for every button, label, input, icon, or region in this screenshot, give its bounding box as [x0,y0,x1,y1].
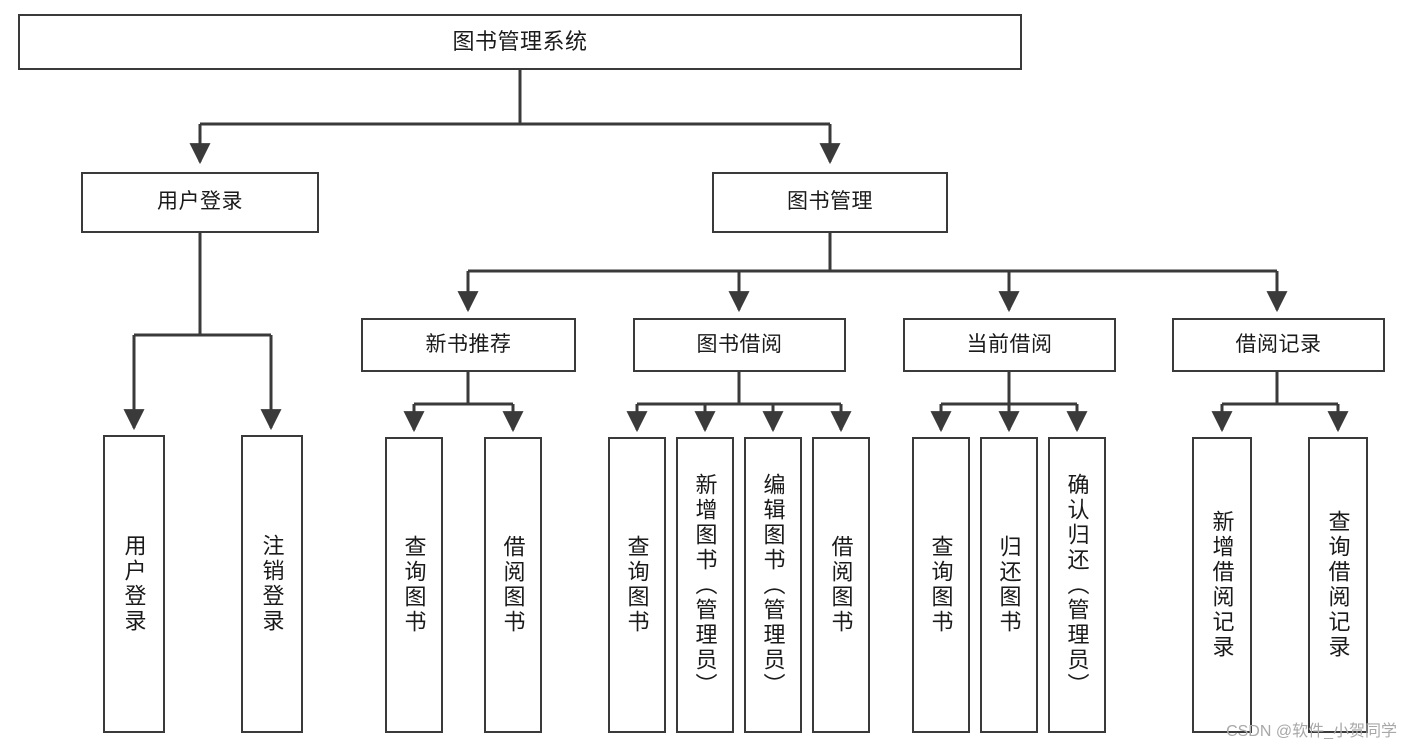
node-leaf-query-book-1[interactable]: 查询图书 [385,437,443,733]
node-leaf-borrow-book-1-label: 借阅图书 [500,535,526,635]
node-leaf-query-book-2-label: 查询图书 [624,535,650,635]
node-leaf-query-borrow-record[interactable]: 查询借阅记录 [1308,437,1368,733]
node-leaf-return-book[interactable]: 归还图书 [980,437,1038,733]
node-leaf-add-book-label: 新增图书（管理员） [692,472,718,698]
node-leaf-logout-login-label: 注销登录 [259,534,285,634]
node-leaf-query-book-2[interactable]: 查询图书 [608,437,666,733]
node-user-login[interactable]: 用户登录 [81,172,319,233]
node-new-book-recommend[interactable]: 新书推荐 [361,318,576,372]
node-leaf-logout-login[interactable]: 注销登录 [241,435,303,733]
node-leaf-user-login[interactable]: 用户登录 [103,435,165,733]
node-user-login-label: 用户登录 [157,190,243,214]
node-leaf-edit-book[interactable]: 编辑图书（管理员） [744,437,802,733]
node-current-borrow-label: 当前借阅 [966,332,1053,356]
node-book-borrow-label: 图书借阅 [696,332,783,356]
node-root-system-label: 图书管理系统 [452,29,588,55]
csdn-watermark: CSDN @软件_小贺同学 [1226,723,1397,740]
node-leaf-add-borrow-record-label: 新增借阅记录 [1209,510,1235,660]
node-leaf-borrow-book-2-label: 借阅图书 [828,535,854,635]
node-leaf-confirm-return[interactable]: 确认归还（管理员） [1048,437,1106,733]
node-current-borrow[interactable]: 当前借阅 [903,318,1116,372]
node-book-management-label: 图书管理 [787,190,873,214]
node-leaf-edit-book-label: 编辑图书（管理员） [760,472,786,698]
node-leaf-query-borrow-record-label: 查询借阅记录 [1325,510,1351,660]
node-book-borrow[interactable]: 图书借阅 [633,318,846,372]
node-book-management[interactable]: 图书管理 [712,172,948,233]
node-root-system[interactable]: 图书管理系统 [18,14,1022,70]
node-leaf-query-book-3[interactable]: 查询图书 [912,437,970,733]
node-new-book-recommend-label: 新书推荐 [425,332,512,356]
node-leaf-query-book-3-label: 查询图书 [928,535,954,635]
node-borrow-record[interactable]: 借阅记录 [1172,318,1385,372]
node-leaf-borrow-book-1[interactable]: 借阅图书 [484,437,542,733]
node-leaf-return-book-label: 归还图书 [996,535,1022,635]
node-leaf-add-book[interactable]: 新增图书（管理员） [676,437,734,733]
node-leaf-user-login-label: 用户登录 [121,534,147,634]
node-leaf-add-borrow-record[interactable]: 新增借阅记录 [1192,437,1252,733]
node-leaf-query-book-1-label: 查询图书 [401,535,427,635]
node-leaf-confirm-return-label: 确认归还（管理员） [1064,472,1090,698]
node-leaf-borrow-book-2[interactable]: 借阅图书 [812,437,870,733]
node-borrow-record-label: 借阅记录 [1235,332,1322,356]
